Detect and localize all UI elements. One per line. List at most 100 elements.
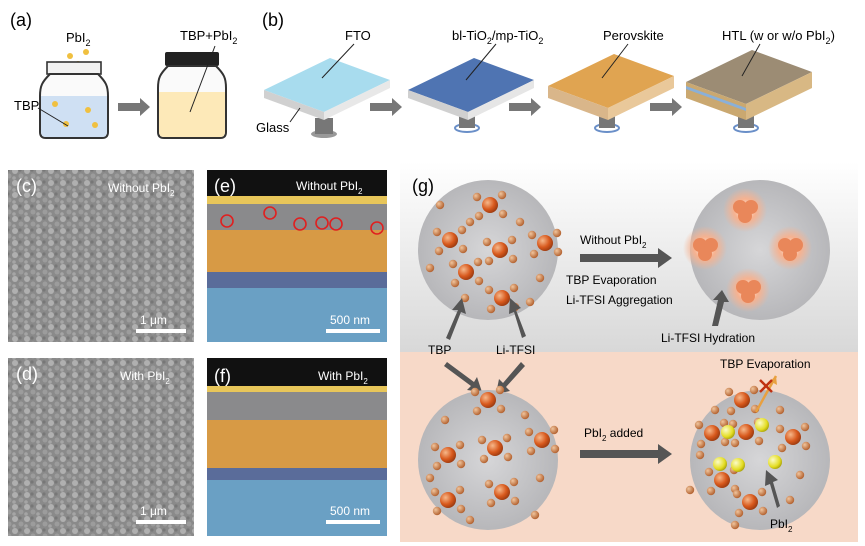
tbp-molecule: [434, 246, 444, 256]
tbp-molecule: [706, 486, 716, 496]
panel-d-caption: With PbI2: [120, 369, 170, 386]
li-ion: [458, 264, 474, 280]
panel-e-label: (e): [214, 176, 236, 196]
panel-d-label: (d): [16, 364, 38, 384]
tbp-molecule: [775, 405, 785, 415]
evap-blocked-icon: [754, 375, 778, 413]
tbp-molecule: [508, 254, 518, 264]
mix-label: TBP+PbI2: [180, 28, 237, 46]
tbp-molecule: [549, 425, 559, 435]
tbp-molecule: [479, 454, 489, 464]
tbp-molecule: [432, 227, 442, 237]
arrow-b3: [650, 98, 682, 116]
tbp-molecule: [435, 200, 445, 210]
tbp-molecule: [550, 444, 560, 454]
panel-e: (e) Without PbI2 500 nm: [207, 170, 387, 342]
tbp-molecule: [777, 443, 787, 453]
tbp-molecule: [430, 487, 440, 497]
molecules-bottom-left: [425, 385, 560, 525]
arrow-b1: [370, 98, 402, 116]
tbp-molecule: [801, 441, 811, 451]
tbp-label: TBP: [14, 98, 39, 113]
tbp-molecule: [515, 217, 525, 227]
pbi2-label: PbI2: [66, 30, 91, 48]
scale-bar-e: [326, 329, 380, 333]
tbp-molecule: [484, 285, 494, 295]
perovskite-label: Perovskite: [603, 28, 664, 43]
tbp-molecule: [529, 249, 539, 259]
tbp-molecule: [448, 259, 458, 269]
arrow-pbi2: [765, 470, 780, 508]
tbp-molecule: [473, 257, 483, 267]
tbp-molecule: [432, 506, 442, 516]
li-ion: [440, 447, 456, 463]
li-ion: [440, 492, 456, 508]
tbp-molecule: [800, 422, 810, 432]
tbp-molecule: [509, 283, 519, 293]
li-ion: [494, 484, 510, 500]
tbp-molecule: [785, 495, 795, 505]
scale-c-label: 1 μm: [140, 313, 167, 327]
tbp-molecule: [430, 442, 440, 452]
panel-c-label: (c): [16, 176, 37, 196]
pbi2-molecule: [721, 425, 735, 439]
tbp-molecule: [510, 496, 520, 506]
tbp-molecule: [730, 438, 740, 448]
li-ion: [537, 235, 553, 251]
tbp-molecule: [552, 228, 562, 238]
tbp-molecule: [553, 247, 563, 257]
tbp-molecule: [484, 479, 494, 489]
arrow-tbp-down: [444, 362, 482, 392]
evap2-label: TBP Evaporation: [720, 357, 811, 371]
tbp-molecule: [456, 504, 466, 514]
pbi2-molecule: [755, 418, 769, 432]
tbp-molecule: [730, 520, 740, 530]
tbp-molecule: [457, 225, 467, 235]
li-ion: [442, 232, 458, 248]
li-ion: [492, 242, 508, 258]
tbp-molecule: [497, 190, 507, 200]
aggregates: [683, 188, 812, 312]
sem-image-d: [8, 358, 194, 536]
tbp-molecule: [432, 461, 442, 471]
tbp-molecule: [530, 510, 540, 520]
tbp-molecule: [696, 439, 706, 449]
tbp-molecule: [465, 217, 475, 227]
tbp-molecule: [754, 436, 764, 446]
aggregation-label: Li-TFSI Aggregation: [566, 293, 673, 307]
tbp-molecule: [474, 276, 484, 286]
molecules-top-left: [425, 190, 563, 314]
arrow-added: [580, 444, 672, 464]
litfsi-label-g: Li-TFSI: [496, 343, 535, 357]
tbp-molecule: [440, 415, 450, 425]
tbp-molecule: [425, 473, 435, 483]
tbp-label-g: TBP: [428, 343, 451, 357]
pbi2-label-g: PbI2: [770, 517, 793, 534]
tbp-molecule: [484, 256, 494, 266]
li-ion: [714, 472, 730, 488]
tbp-molecule: [458, 244, 468, 254]
li-ion: [704, 425, 720, 441]
tbp-molecule: [726, 406, 736, 416]
sem-image-c: [8, 170, 194, 342]
pbi2-molecule: [768, 455, 782, 469]
molecules-bottom-right: [685, 385, 811, 530]
bottle-mix: [157, 52, 227, 139]
tbp-molecule: [472, 406, 482, 416]
tbp-molecule: [470, 387, 480, 397]
li-ion: [482, 197, 498, 213]
panel-a-label: (a): [10, 10, 32, 30]
arrow-a: [118, 98, 150, 116]
pbi2-molecule: [731, 458, 745, 472]
arrow-litfsi-up: [509, 298, 526, 338]
li-ion: [494, 290, 510, 306]
added-label: PbI2 added: [584, 426, 643, 443]
tbp-molecule: [694, 420, 704, 430]
tbp-molecule: [704, 467, 714, 477]
scale-e-label: 500 nm: [330, 313, 370, 327]
tbp-molecule: [526, 446, 536, 456]
tbp-molecule: [507, 235, 517, 245]
tbp-molecule: [525, 297, 535, 307]
tbp-molecule: [498, 209, 508, 219]
panel-b-label: (b): [262, 10, 284, 30]
